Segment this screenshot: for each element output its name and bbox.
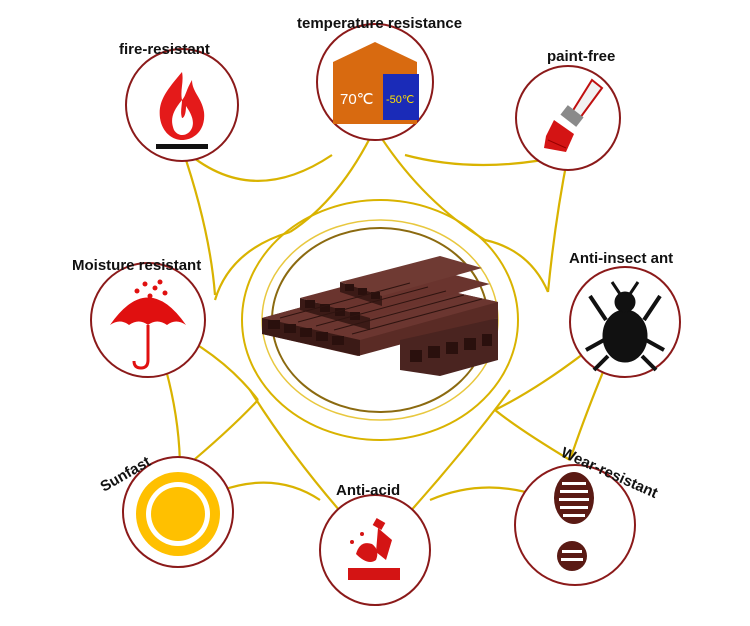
temperature-hot-value: 70℃ bbox=[340, 91, 374, 108]
label-anti-insect-ant: Anti-insect ant bbox=[569, 250, 674, 267]
sunfast-node bbox=[122, 456, 234, 568]
wear-resistant-node bbox=[514, 464, 636, 586]
label-moisture-resistant: Moisture resistant bbox=[72, 257, 202, 274]
shoe-print-icon bbox=[554, 472, 594, 571]
paintbrush-icon bbox=[544, 78, 604, 152]
acid-drop-icon bbox=[348, 518, 400, 580]
moisture-resistant-node bbox=[90, 262, 206, 378]
fire-resistant-node bbox=[125, 48, 239, 162]
paint-free-node bbox=[515, 65, 621, 171]
anti-acid-node bbox=[319, 494, 431, 606]
sun-icon bbox=[136, 472, 220, 556]
label-temperature-resistance: temperature resistance bbox=[297, 15, 463, 32]
decking-boards-image bbox=[262, 256, 498, 376]
house-thermometer-icon: 70℃ -50℃ bbox=[333, 42, 419, 124]
temperature-node: 70℃ -50℃ bbox=[316, 23, 434, 141]
anti-insect-node bbox=[569, 266, 681, 378]
label-anti-acid: Anti-acid bbox=[336, 482, 401, 499]
temperature-cold-value: -50℃ bbox=[386, 94, 414, 106]
umbrella-icon bbox=[110, 279, 186, 370]
label-paint-free: paint-free bbox=[547, 48, 616, 65]
bug-icon bbox=[585, 281, 665, 372]
flame-icon bbox=[156, 72, 208, 149]
label-fire-resistant: fire-resistant bbox=[119, 41, 210, 58]
